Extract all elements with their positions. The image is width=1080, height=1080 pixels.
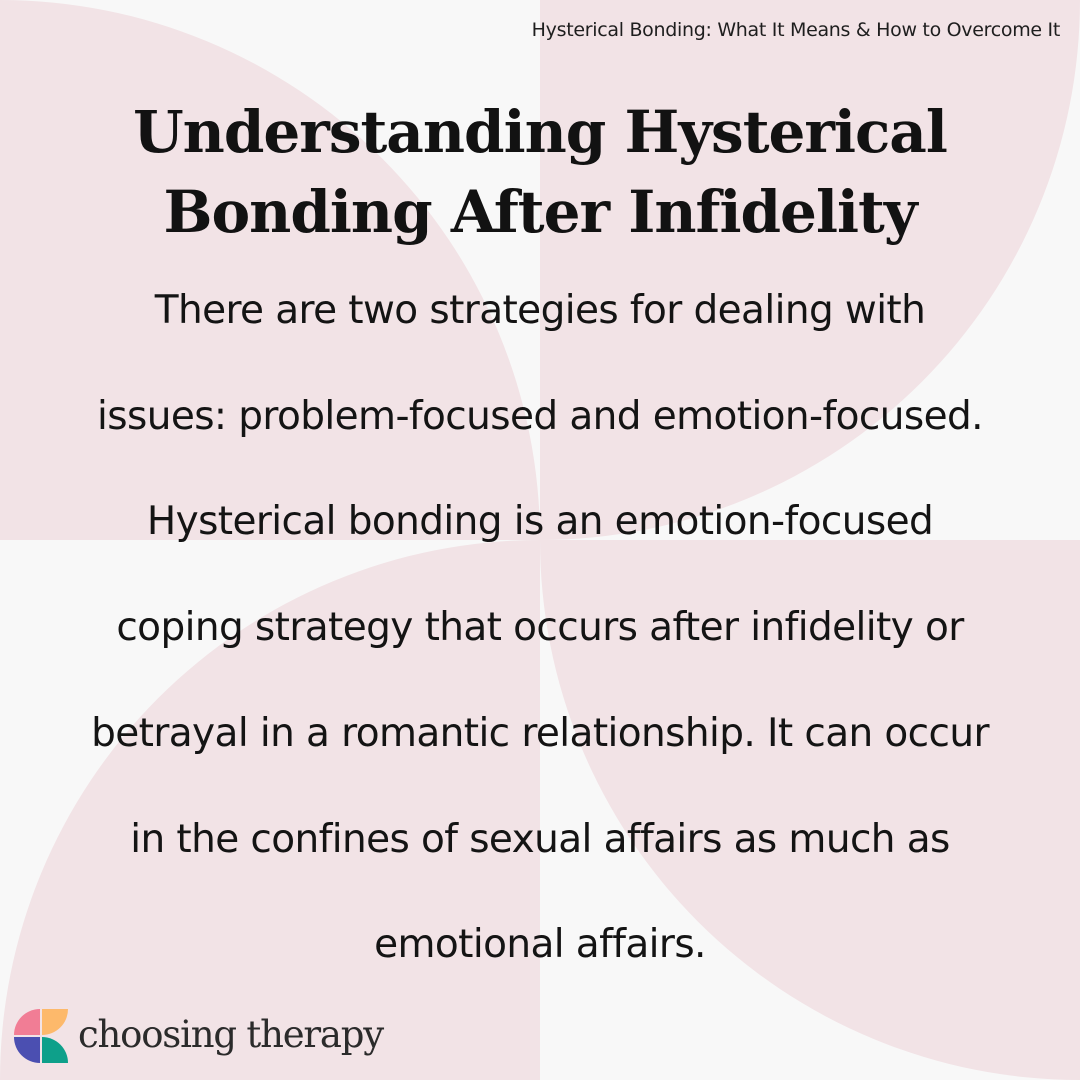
- page-title: Understanding Hysterical Bonding After I…: [0, 92, 1080, 252]
- shape-top-left: [0, 0, 540, 540]
- body-line-3: Hysterical bonding is an emotion-focused: [146, 499, 934, 545]
- shape-bottom-right: [540, 540, 1080, 1080]
- title-line-2: Bonding After Infidelity: [163, 178, 917, 246]
- body-line-5: betrayal in a romantic relationship. It …: [91, 710, 989, 756]
- body-line-4: coping strategy that occurs after infide…: [116, 605, 964, 651]
- four-petal-logo-icon: [14, 1009, 68, 1063]
- shape-bottom-left: [0, 540, 540, 1080]
- shape-top-right: [540, 0, 1080, 540]
- article-topic-label: Hysterical Bonding: What It Means & How …: [531, 19, 1061, 41]
- body-line-2: issues: problem-focused and emotion-focu…: [97, 393, 984, 439]
- brand-logo: choosing therapy: [14, 1009, 384, 1063]
- body-paragraph: There are two strategies for dealing wit…: [0, 258, 1080, 998]
- body-line-1: There are two strategies for dealing wit…: [154, 288, 926, 333]
- body-line-7: emotional affairs.: [374, 922, 706, 968]
- body-line-6: in the confines of sexual affairs as muc…: [130, 816, 950, 862]
- title-line-1: Understanding Hysterical: [133, 98, 948, 166]
- brand-name: choosing therapy: [78, 1012, 384, 1056]
